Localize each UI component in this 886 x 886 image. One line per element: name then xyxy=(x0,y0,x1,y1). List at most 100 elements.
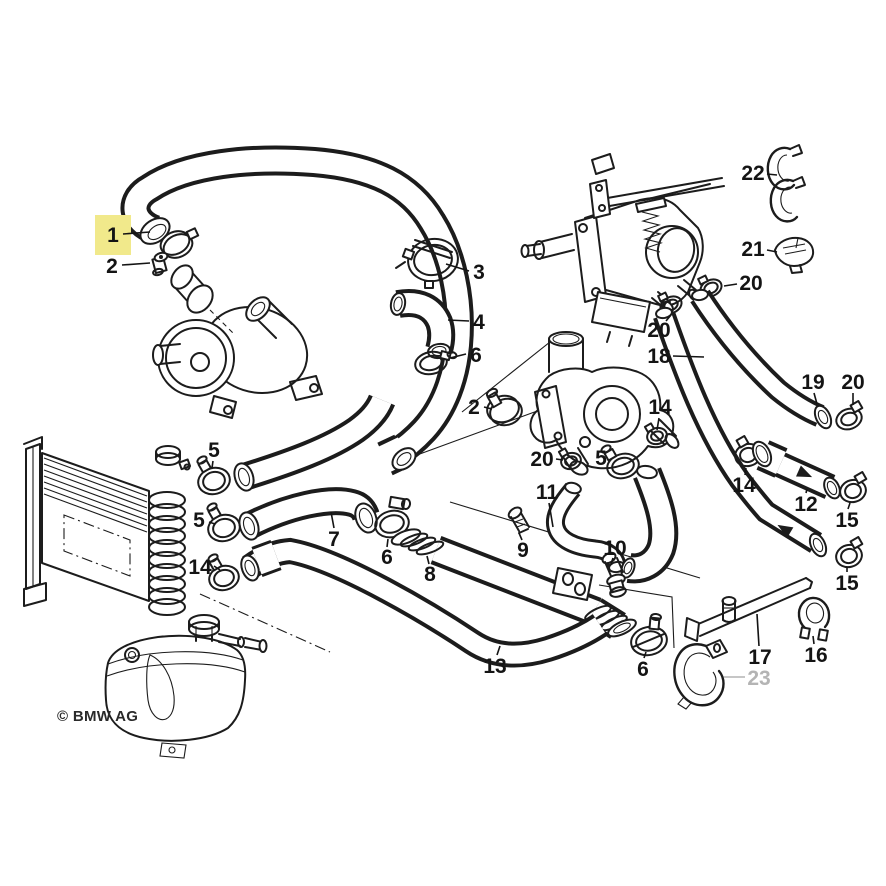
leader-line-14 xyxy=(656,417,660,431)
part-label-5-12[interactable]: 5 xyxy=(208,439,220,462)
radiator xyxy=(23,436,192,616)
leader-line-16 xyxy=(812,635,815,645)
clamp-14-radiator xyxy=(207,553,240,592)
leader-line-2 xyxy=(483,406,493,410)
part-label-9-10[interactable]: 9 xyxy=(517,539,529,562)
part-label-19-27[interactable]: 19 xyxy=(801,371,824,394)
clamp-14-center xyxy=(643,422,668,446)
clamp-2-center xyxy=(485,387,523,427)
radiator-upper-hose xyxy=(233,394,395,492)
throttle-body xyxy=(520,153,725,347)
hose-13 xyxy=(240,537,608,668)
part-label-5-13[interactable]: 5 xyxy=(193,509,205,532)
part-label-14-14[interactable]: 14 xyxy=(188,556,212,579)
part-label-6-4[interactable]: 6 xyxy=(470,344,482,367)
hose-7 xyxy=(238,487,380,541)
part-label-16-21[interactable]: 16 xyxy=(804,644,827,667)
bracket-17 xyxy=(684,577,813,642)
leader-line-4 xyxy=(447,319,470,322)
elbow-hose-4 xyxy=(389,289,456,360)
clamp-5-center xyxy=(600,444,640,480)
part-label-22-29[interactable]: 22 xyxy=(741,162,764,185)
part-label-7-15[interactable]: 7 xyxy=(328,528,340,551)
clamp-5-radiator-mid xyxy=(206,502,241,543)
leader-line-13 xyxy=(496,645,501,656)
part-label-20-31[interactable]: 20 xyxy=(739,272,762,295)
leader-line-15 xyxy=(847,502,851,510)
leader-line-21 xyxy=(766,249,778,253)
clamp-14-right xyxy=(734,435,762,468)
clamp-6-lower xyxy=(630,612,668,657)
leader-line-5 xyxy=(211,460,214,469)
pipe-clamp-23 xyxy=(673,639,728,710)
part-label-20-28[interactable]: 20 xyxy=(841,371,864,394)
clip-16 xyxy=(797,596,831,642)
part-label-20-6[interactable]: 20 xyxy=(530,448,553,471)
part-label-3-2[interactable]: 3 xyxy=(473,261,485,284)
hose-19 xyxy=(690,288,833,430)
clamp-20-center xyxy=(557,447,582,471)
leader-line-20 xyxy=(665,314,672,322)
thermostat-neck xyxy=(170,264,214,314)
leader-line-20 xyxy=(723,283,738,287)
radiator-filler-cap xyxy=(155,445,192,471)
part-label-23-22[interactable]: 23 xyxy=(747,667,770,690)
part-label-17-20[interactable]: 17 xyxy=(748,646,771,669)
part-label-5-7[interactable]: 5 xyxy=(595,447,607,470)
leader-line-14 xyxy=(213,565,221,571)
clamp-20-right xyxy=(835,400,864,431)
clamp-15-upper xyxy=(839,471,868,504)
part-label-15-24[interactable]: 15 xyxy=(835,509,859,532)
leader-line-12 xyxy=(805,488,808,494)
part-label-10-11[interactable]: 10 xyxy=(603,537,626,560)
part-label-12-25[interactable]: 12 xyxy=(794,493,817,516)
clamp-screw-part-2 xyxy=(151,251,169,277)
part-label-18-33[interactable]: 18 xyxy=(647,345,671,368)
leader-line-14 xyxy=(744,467,747,476)
radiator-tank-ribs xyxy=(148,491,186,616)
leader-line-8 xyxy=(426,555,430,565)
copyright-text: © BMW AG xyxy=(57,708,138,725)
part-label-14-26[interactable]: 14 xyxy=(732,474,756,497)
leader-line-1 xyxy=(122,231,151,235)
leader-line-7 xyxy=(330,511,335,529)
part-label-11-9[interactable]: 11 xyxy=(536,481,559,504)
part-label-21-30[interactable]: 21 xyxy=(741,238,765,261)
clamp-15-lower xyxy=(835,536,864,569)
hose-clamp-part-1 xyxy=(159,227,200,259)
part-label-2-5[interactable]: 2 xyxy=(468,396,480,419)
clip-21 xyxy=(774,236,815,274)
throttle-spring xyxy=(635,197,667,253)
throttle-linkage xyxy=(589,153,725,219)
part-label-1-0[interactable]: 1 xyxy=(107,224,119,247)
clamp-3 xyxy=(395,237,459,289)
pipe-bracket-plate xyxy=(552,567,593,601)
leader-line-9 xyxy=(518,532,523,541)
tank-cap xyxy=(188,614,220,642)
part-label-14-8[interactable]: 14 xyxy=(648,396,672,419)
highlight-marker xyxy=(95,215,131,255)
clamp-6-mid xyxy=(374,495,412,539)
throttle-inlet-stub xyxy=(520,233,575,260)
leader-line-2 xyxy=(121,262,151,266)
leader-line-17 xyxy=(756,613,760,647)
part-label-15-23[interactable]: 15 xyxy=(835,572,859,595)
bolt-10 xyxy=(601,551,627,598)
leader-line-6 xyxy=(386,538,389,548)
clamp-5-radiator-top xyxy=(196,455,231,496)
part-label-8-17[interactable]: 8 xyxy=(424,563,436,586)
part-label-6-19[interactable]: 6 xyxy=(637,658,649,681)
hose-18 xyxy=(653,306,828,558)
part-label-13-18[interactable]: 13 xyxy=(483,655,506,678)
part-label-20-32[interactable]: 20 xyxy=(647,319,670,342)
expansion-tank xyxy=(104,614,268,759)
leader-line-5 xyxy=(208,521,216,525)
leader-line-10 xyxy=(610,557,614,565)
part-label-6-16[interactable]: 6 xyxy=(381,546,393,569)
thermostat-housing xyxy=(529,331,680,476)
part-label-4-3[interactable]: 4 xyxy=(473,311,485,334)
part-label-2-1[interactable]: 2 xyxy=(106,255,118,278)
leader-line-6 xyxy=(449,353,467,359)
